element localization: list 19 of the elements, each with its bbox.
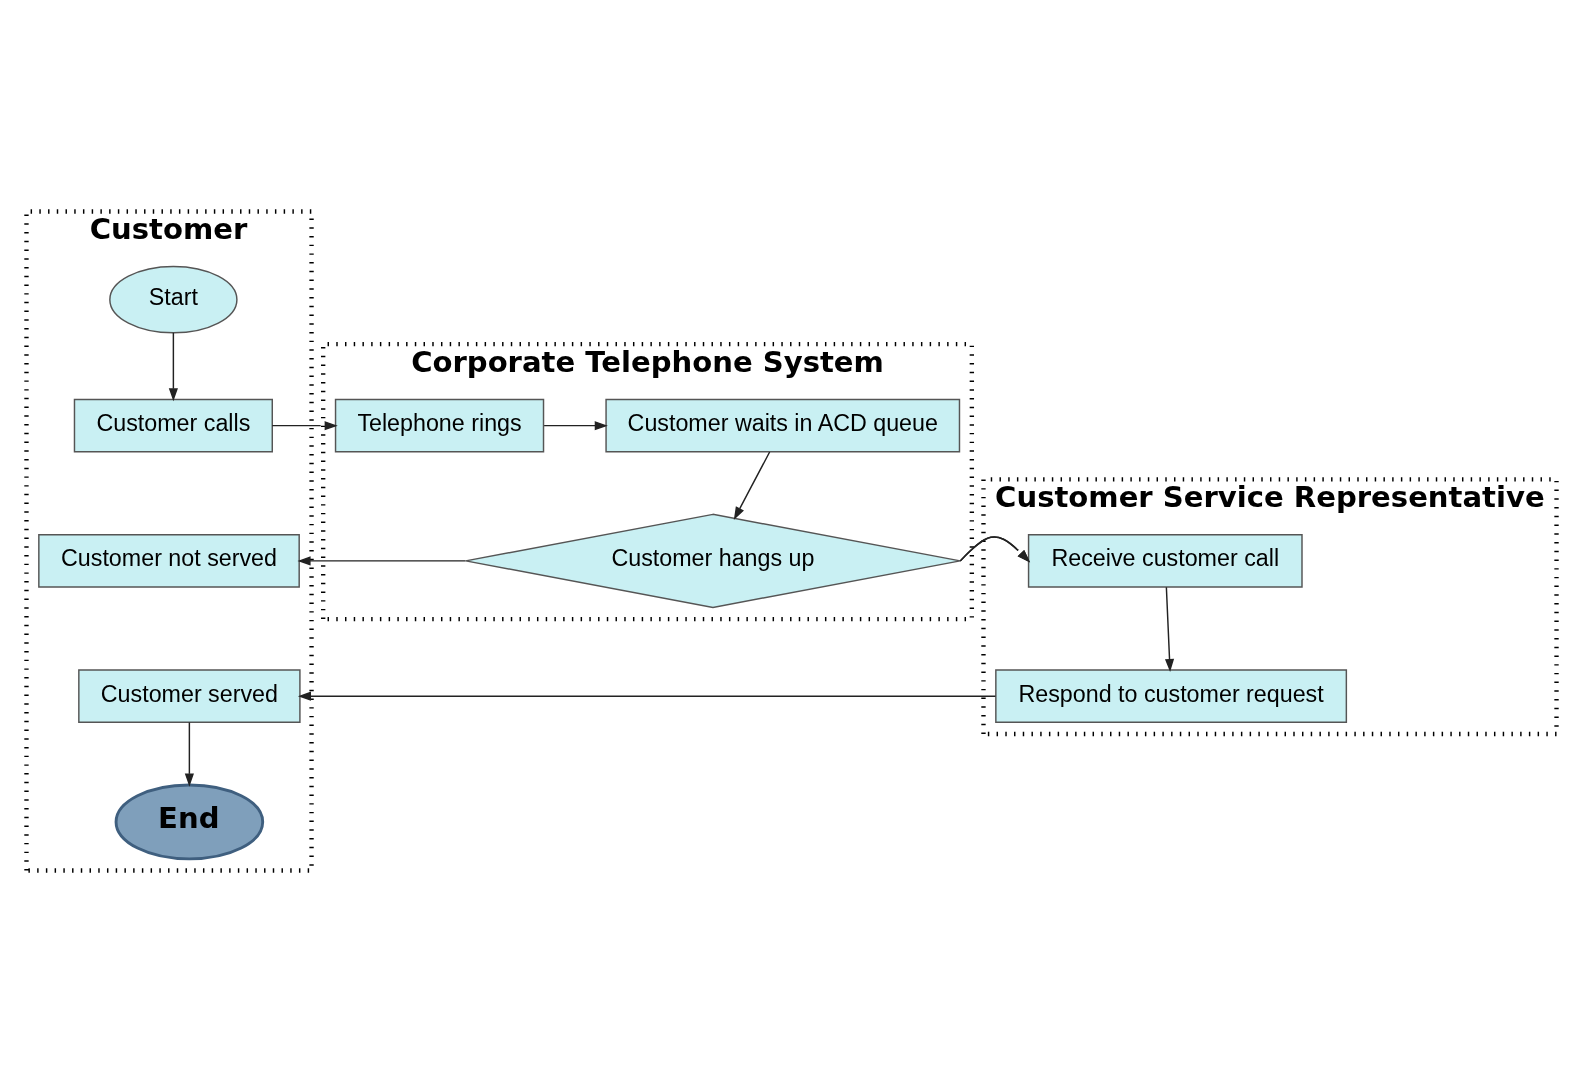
node-box: Telephone rings: [334, 398, 545, 453]
node-box: Customer calls: [73, 398, 273, 453]
node-box: Customer waits in ACD queue: [605, 398, 961, 453]
node-box: Customer not served: [38, 534, 300, 588]
node-diamond: Customer hangs up: [465, 513, 961, 609]
arrow: [959, 536, 1031, 563]
node-ellipse: Start: [109, 265, 238, 334]
arrow: [733, 451, 771, 520]
arrow: [168, 332, 178, 402]
node-box: Receive customer call: [1027, 534, 1303, 588]
arrow: [543, 421, 608, 431]
node-box: Respond to customer request: [995, 669, 1348, 724]
arrow: [1164, 586, 1175, 673]
node-ellipse: End: [114, 783, 265, 861]
node-box: Customer served: [78, 669, 301, 724]
arrow: [271, 421, 338, 431]
arrow: [297, 691, 997, 701]
arrow: [184, 721, 194, 787]
arrow: [297, 556, 467, 566]
